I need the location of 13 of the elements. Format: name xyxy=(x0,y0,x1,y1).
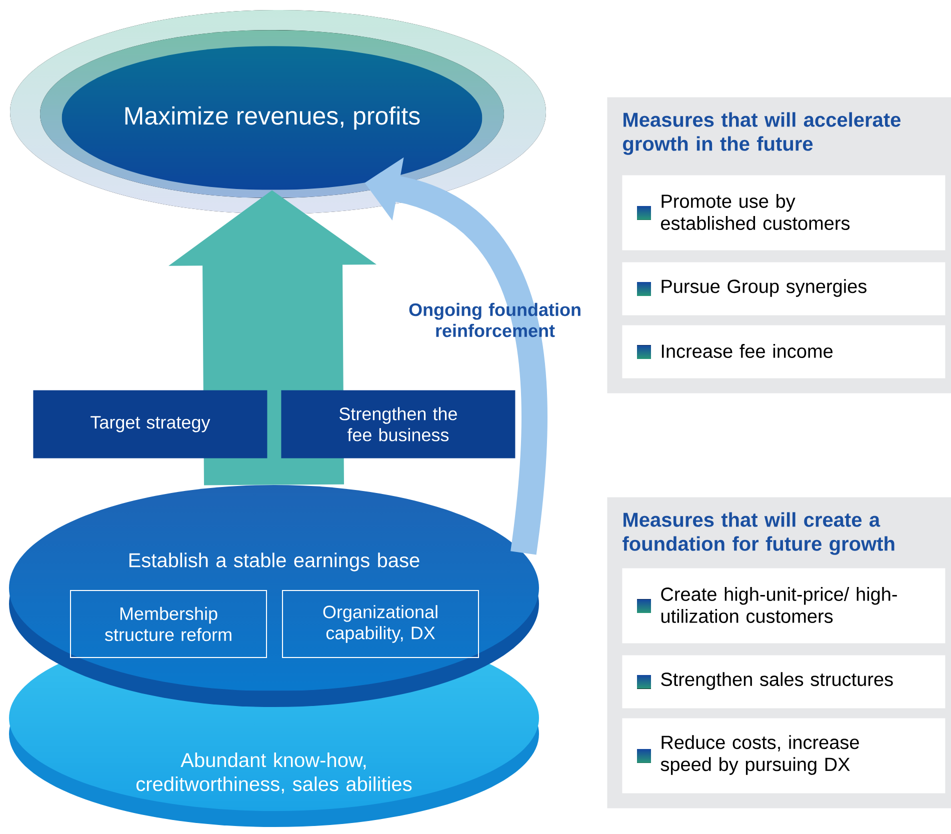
strategy-box: Strengthen the fee business xyxy=(281,390,516,458)
initiative-box: Membership structure reform xyxy=(70,590,267,658)
measure-item: Strengthen sales structures xyxy=(622,655,946,708)
measure-item: Reduce costs, increase speed by pursuing DX xyxy=(622,718,946,794)
initiative-box: Organizational capability, DX xyxy=(282,590,479,658)
measure-item: Pursue Group synergies xyxy=(622,262,946,316)
measure-item: Create high-unit-price/ high-utilization customers xyxy=(622,568,946,644)
measure-item: Promote use by established customers xyxy=(622,175,946,250)
edge-label: Ongoing foundation reinforcement xyxy=(409,302,580,338)
panel-heading: Measures that will create a foundation for future growth xyxy=(622,512,894,555)
strategy-box: Target strategy xyxy=(33,390,268,458)
panel-heading: Measures that will accelerate growth in the future xyxy=(623,112,900,155)
measure-item: Increase fee income xyxy=(622,325,946,378)
